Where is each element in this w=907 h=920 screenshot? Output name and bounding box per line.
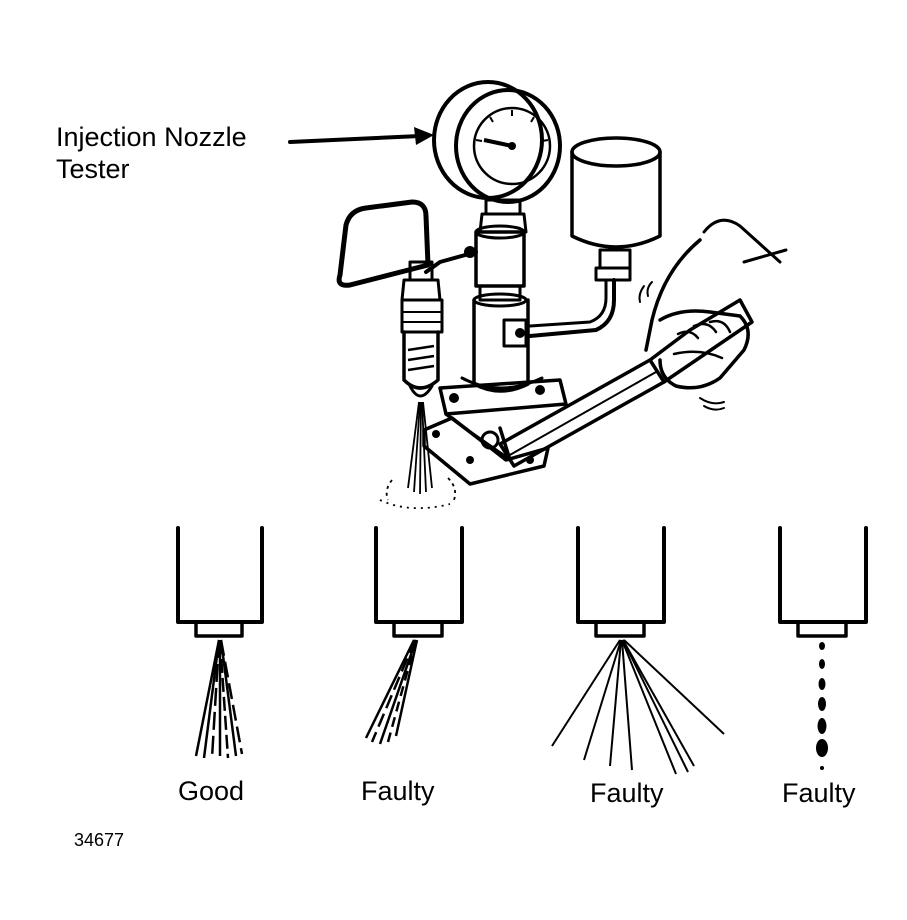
nozzle-spray xyxy=(379,401,457,510)
spray-pattern-faulty-scattered: Faulty xyxy=(551,526,725,808)
injection-nozzle-tester-illustration xyxy=(336,80,788,510)
pattern-label-faulty-3: Faulty xyxy=(782,778,856,808)
callout-label-line2: Tester xyxy=(56,154,130,184)
pressure-gauge xyxy=(432,80,562,204)
spray-pattern-faulty-angled: Faulty xyxy=(361,526,464,806)
nozzle-tip-faulty-2 xyxy=(576,526,666,624)
spray-good xyxy=(194,639,244,759)
callout-arrow xyxy=(288,127,434,145)
tester-base xyxy=(422,378,568,486)
spray-pattern-faulty-dripping: Faulty xyxy=(778,526,868,808)
callout-label-line1: Injection Nozzle xyxy=(56,122,247,152)
drips xyxy=(816,642,828,770)
nozzle-tip-faulty-3 xyxy=(778,526,868,624)
spray-faulty-angled xyxy=(364,639,419,745)
spray-pattern-good: Good xyxy=(176,526,264,806)
gauge-fitting xyxy=(478,198,528,234)
pattern-label-faulty-2: Faulty xyxy=(590,778,664,808)
figure-number: 34677 xyxy=(74,830,124,850)
injection-nozzle xyxy=(336,199,444,398)
operator-hand xyxy=(638,218,788,411)
pattern-label-faulty-1: Faulty xyxy=(361,776,435,806)
nozzle-tip-good xyxy=(176,526,264,624)
nozzle-tip-faulty-1 xyxy=(374,526,464,624)
fluid-reservoir xyxy=(528,136,662,338)
spray-faulty-scattered xyxy=(551,639,725,775)
pump-lever xyxy=(498,298,754,468)
pattern-label-good: Good xyxy=(178,776,244,806)
